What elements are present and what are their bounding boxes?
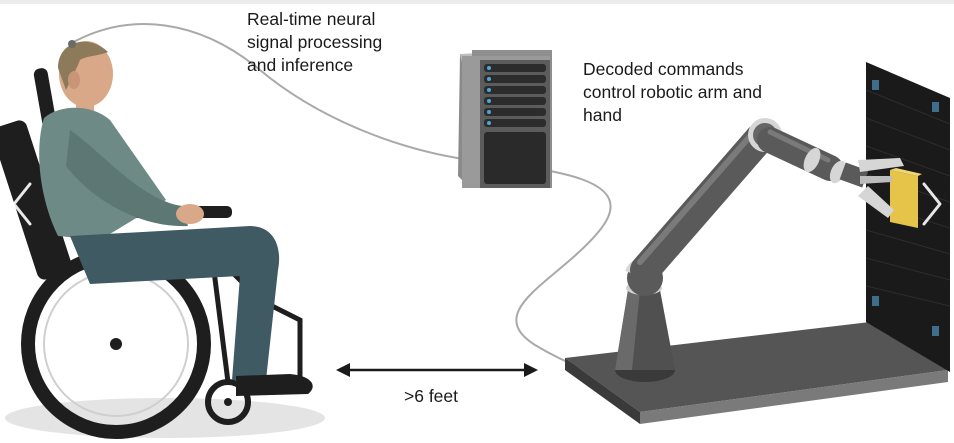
- distance-label: >6 feet: [404, 386, 459, 406]
- processing-line-3: and inference: [247, 55, 354, 75]
- chevron-left-icon: [12, 182, 32, 226]
- server-tower: [458, 50, 552, 188]
- carousel-prev-button[interactable]: [8, 178, 36, 230]
- processing-label: Real-time neural signal processing and i…: [247, 8, 382, 77]
- robot-platform: [565, 322, 948, 424]
- decoded-commands-label: Decoded commands control robotic arm and…: [583, 58, 762, 127]
- electrode: [68, 40, 76, 48]
- processing-line-2: signal processing: [247, 32, 383, 52]
- decoded-line-2: control robotic arm and: [583, 82, 762, 102]
- top-strip: [0, 0, 954, 4]
- chevron-right-icon: [922, 182, 942, 226]
- person: [39, 41, 313, 396]
- distance-arrow: [336, 363, 538, 377]
- target-wall: [865, 62, 951, 372]
- processing-line-1: Real-time neural: [247, 9, 376, 29]
- decoded-line-1: Decoded commands: [583, 59, 744, 79]
- robotic-arm: [615, 118, 904, 382]
- decoded-line-3: hand: [583, 105, 622, 125]
- carousel-next-button[interactable]: [918, 178, 946, 230]
